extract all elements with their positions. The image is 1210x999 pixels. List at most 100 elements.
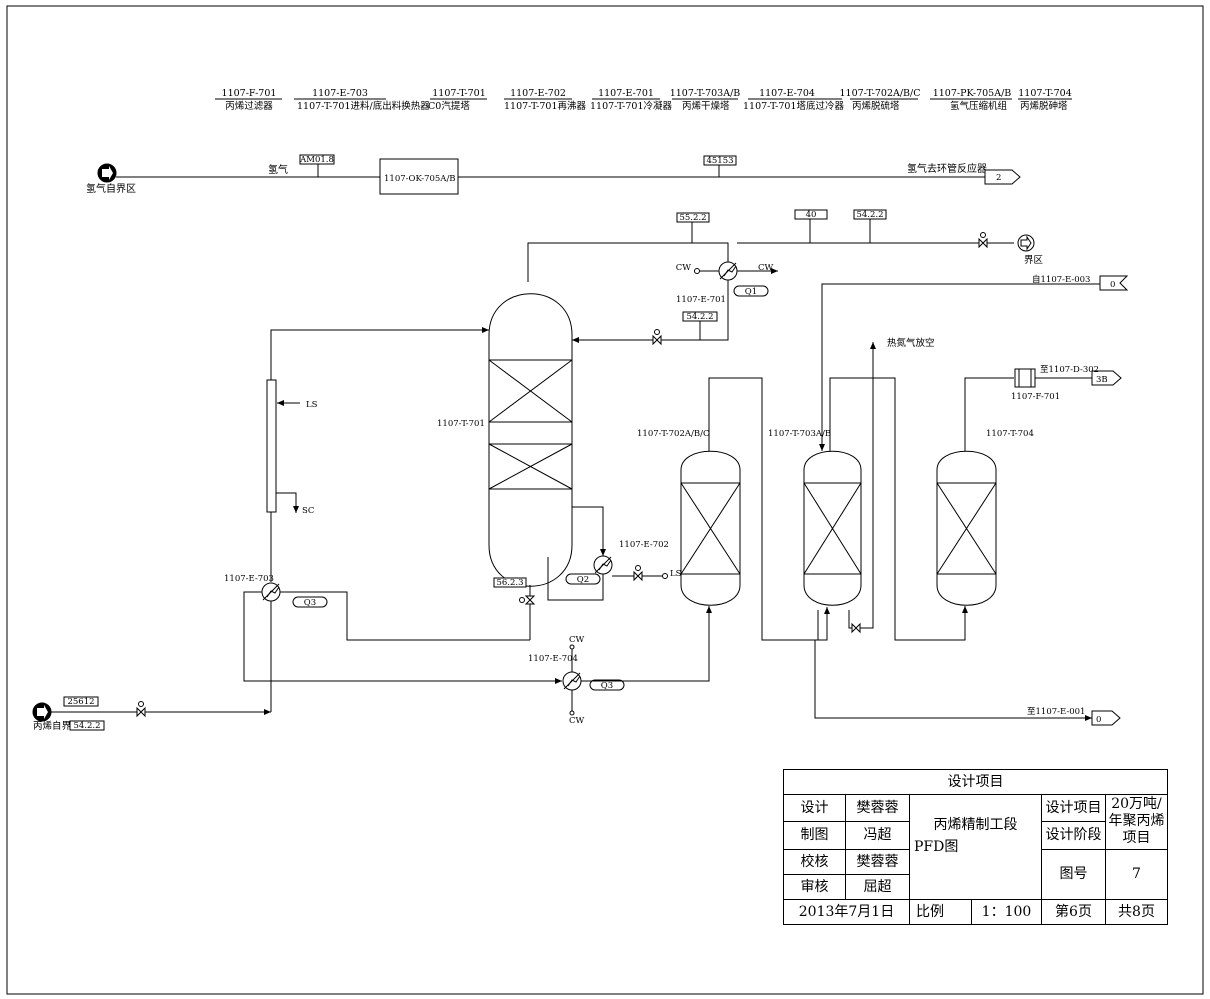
svg-text:丙烯脱砷塔: 丙烯脱砷塔 (1020, 100, 1068, 112)
svg-text:1107-T-703A/B: 1107-T-703A/B (670, 88, 741, 99)
page-number: 第6页 (1041, 898, 1106, 926)
svg-text:1107-T-701塔底过冷器: 1107-T-701塔底过冷器 (743, 100, 845, 112)
instrument-tag (853, 209, 887, 220)
dryer-label: 1107-T-703A/B (768, 429, 831, 439)
drawing-border (6, 5, 1204, 995)
column-label: 1107-T-701 (437, 419, 485, 429)
project-value: 20万吨/年聚丙烯项目 (1105, 794, 1168, 850)
number-label: 图号 (1041, 848, 1106, 900)
subcooler-e704: CW CW 1107-E-704 Q3 (528, 635, 625, 726)
hot-n2-vent-label: 热氮气放空 (887, 337, 935, 349)
hydrogen-line: 氢气自界区 氢气 AM01.8 1107-OK-705A/B 45153 氢气去… (86, 154, 1021, 195)
review-label: 审核 (783, 873, 846, 900)
offpage-connector (1099, 275, 1129, 291)
svg-text:1107-T-701再沸器: 1107-T-701再沸器 (504, 100, 587, 112)
duty-tag (733, 285, 769, 297)
legend-item: 1107-PK-705A/B 氢气压缩机组 (930, 88, 1012, 112)
page-total: 共8页 (1105, 898, 1168, 926)
design-name: 樊蓉蓉 (845, 794, 910, 823)
condenser-e701: CW CW 1107-E-701 Q1 (676, 261, 778, 305)
drawing-label: 制图 (783, 821, 846, 850)
to-e001-label: 至1107-E-001 (1027, 707, 1085, 717)
dryer-tower: 1107-T-703A/B (768, 429, 862, 606)
svg-text:1107-T-701: 1107-T-701 (432, 88, 486, 99)
propylene-source-label: 丙烯自界区 (33, 720, 81, 732)
control-valve (519, 595, 536, 605)
control-valve (851, 622, 861, 634)
legend-item: 1107-T-701 C0汽提塔 (428, 88, 487, 112)
svg-text:LS: LS (670, 569, 682, 579)
svg-text:丙烯过滤器: 丙烯过滤器 (225, 100, 273, 112)
svg-text:55.2.2: 55.2.2 (679, 213, 706, 223)
svg-text:Q1: Q1 (745, 287, 757, 297)
instrument-tag (63, 696, 99, 707)
svg-text:1107-E-702: 1107-E-702 (510, 88, 566, 99)
duty-tag (292, 596, 328, 608)
scale-value: 1：100 (971, 898, 1042, 926)
svg-text:0: 0 (1096, 715, 1101, 725)
condenser-label: 1107-E-701 (676, 295, 726, 305)
svg-text:45153: 45153 (706, 156, 733, 166)
desulf-tower: 1107-T-702A/B/C (637, 429, 741, 606)
svg-text:丙烯干燥塔: 丙烯干燥塔 (682, 100, 730, 112)
exchanger-e703: 1107-E-703 Q3 (224, 574, 328, 608)
reboiler-e702: 1107-E-702 Q2 LS (547, 506, 682, 601)
legend-item: 1107-E-703 1107-T-701进料/底出料换热器 (294, 88, 430, 112)
boundary-label: 界区 (1024, 255, 1044, 266)
svg-text:54.2.2: 54.2.2 (856, 210, 883, 220)
control-valve (652, 329, 662, 346)
legend-item: 1107-T-703A/B 丙烯干燥塔 (670, 88, 741, 112)
to-d302-label: 至1107-D-302 (1040, 365, 1099, 375)
project-label: 设计项目 (1041, 794, 1106, 823)
svg-text:54.2.2: 54.2.2 (686, 312, 713, 322)
h2-source-arrow-icon (102, 166, 113, 180)
svg-text:1107-F-701: 1107-F-701 (222, 88, 277, 99)
svg-text:CW: CW (569, 716, 585, 726)
svg-text:AM01.8: AM01.8 (299, 155, 334, 165)
svg-text:1107-PK-705A/B: 1107-PK-705A/B (933, 88, 1012, 99)
svg-text:CW: CW (569, 635, 585, 645)
h2-label: 氢气 (268, 163, 288, 176)
equipment-legend: 1107-F-701 丙烯过滤器 1107-E-703 1107-T-701进料… (215, 88, 1072, 112)
compressor-label: 1107-OK-705A/B (384, 174, 456, 184)
svg-text:25612: 25612 (67, 697, 94, 707)
legend-item: 1107-T-702A/B/C 丙烯脱硫塔 (839, 88, 920, 112)
h2-out-label: 氢气去环管反应器 (907, 162, 987, 175)
svg-text:1107-E-701: 1107-E-701 (598, 88, 654, 99)
svg-text:40: 40 (806, 210, 817, 220)
desulf-label: 1107-T-702A/B/C (637, 429, 710, 439)
svg-text:Q3: Q3 (304, 598, 316, 608)
review-name: 屈超 (845, 873, 910, 900)
drawing-title-cell: 丙烯精制工段 PFD图 (909, 794, 1042, 900)
svg-text:SC: SC (302, 506, 314, 516)
legend-item: 1107-E-702 1107-T-701再沸器 (504, 88, 587, 112)
filter-label: 1107-F-701 (1011, 392, 1060, 402)
svg-text:LS: LS (306, 400, 318, 410)
offpage-connector (1091, 710, 1121, 726)
heater-ls (266, 379, 277, 513)
legend-item: 1107-T-704 丙烯脱砷塔 (1018, 88, 1072, 112)
svg-text:1107-E-703: 1107-E-703 (312, 88, 368, 99)
offpage-connector (984, 169, 1021, 185)
svg-text:0: 0 (1110, 280, 1115, 290)
legend-item: 1107-F-701 丙烯过滤器 (215, 88, 282, 112)
svg-text:1107-E-704: 1107-E-704 (759, 88, 815, 99)
subcooler-label: 1107-E-704 (528, 654, 578, 664)
instrument-tag (794, 209, 828, 220)
svg-text:C0汽提塔: C0汽提塔 (428, 100, 470, 112)
svg-text:CW: CW (758, 263, 774, 273)
svg-text:56.2.3: 56.2.3 (496, 578, 523, 588)
h2-source-label: 氢气自界区 (86, 182, 136, 195)
svg-text:丙烯脱硫塔: 丙烯脱硫塔 (852, 100, 900, 112)
column-t701: 1107-T-701 (437, 293, 573, 587)
stage-label: 设计阶段 (1041, 821, 1106, 850)
instrument-tag (69, 720, 105, 731)
filter-f701: 1107-F-701 (1011, 368, 1060, 402)
svg-text:1107-T-701进料/底出料换热器: 1107-T-701进料/底出料换热器 (297, 100, 430, 112)
svg-text:Q3: Q3 (601, 681, 613, 691)
svg-text:CW: CW (676, 263, 692, 273)
svg-text:2: 2 (996, 173, 1001, 183)
control-valve (136, 701, 146, 718)
date: 2013年7月1日 (783, 898, 910, 926)
